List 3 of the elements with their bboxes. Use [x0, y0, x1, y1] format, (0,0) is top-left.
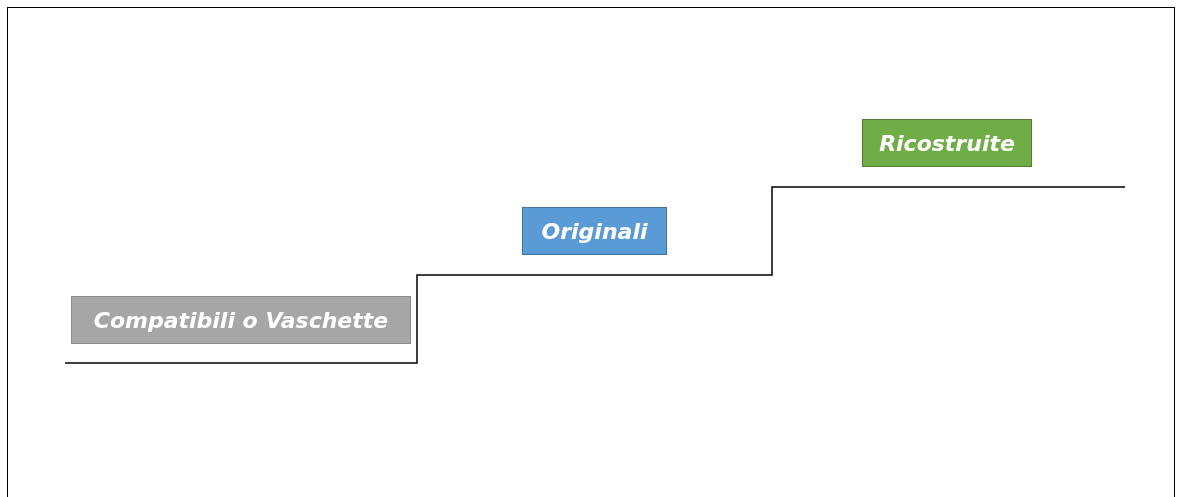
- step-label: Compatibili o Vaschette: [71, 296, 411, 344]
- step-label: Originali: [522, 207, 667, 255]
- step-label: Ricostruite: [862, 119, 1032, 167]
